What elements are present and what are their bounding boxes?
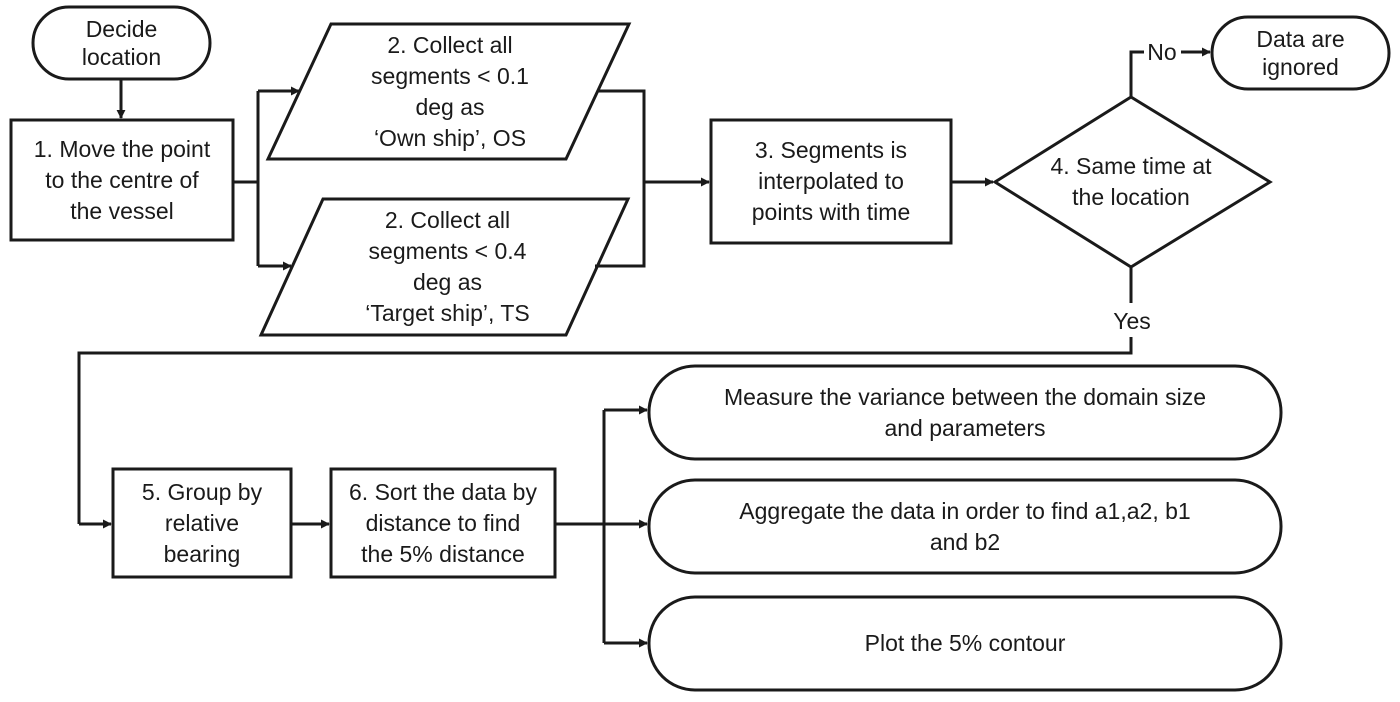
interpolate-box — [709, 118, 953, 245]
label-line: Data are — [1256, 26, 1345, 52]
label-line: segments < 0.1 — [371, 62, 529, 89]
label-line: relative — [164, 509, 240, 536]
group-bearing-label-text: 5. Group by relative bearing — [142, 477, 262, 570]
label-line: deg as — [415, 93, 485, 120]
sort-data-box — [329, 467, 557, 579]
connector-os-to-merge — [597, 89, 646, 182]
same-time-label: 4. Same time at the location — [1030, 140, 1232, 224]
measure-variance-terminator — [647, 364, 1283, 461]
label-line: ignored — [1262, 54, 1339, 80]
label-line: the 5% distance — [361, 540, 525, 567]
plot-contour-terminator — [647, 595, 1283, 692]
collect-own-ship-label: 2. Collect all segments < 0.1 deg as ‘Own s… — [330, 24, 570, 159]
connector-no-up — [1129, 50, 1144, 97]
label-line: deg as — [412, 269, 483, 295]
collect-target-ship-label-text: 2. Collect all segments < 0.4 deg as ‘Targe… — [365, 205, 529, 329]
label-line: 4. Same time at — [1050, 153, 1212, 179]
label-line: interpolated to — [758, 168, 904, 194]
label-line: 3. Segments is — [754, 137, 908, 163]
label-line: 2. Collect all — [387, 31, 513, 58]
no-edge-label: No — [1147, 39, 1177, 65]
aggregate-data-terminator — [647, 478, 1283, 575]
move-point-label-text: 1. Move the point to the centre of the ves… — [34, 134, 210, 227]
label-line: 5. Group by — [141, 478, 263, 505]
label-line: Plot the 5% contour — [864, 630, 1066, 656]
label-line: ‘Target ship’, TS — [365, 300, 530, 326]
yes-edge-label: Yes — [1113, 308, 1151, 334]
connector-ts-to-merge — [595, 182, 646, 268]
connector-yes-route — [77, 337, 1133, 524]
aggregate-data-label-text: Aggregate the data in order to find a1,a… — [739, 496, 1190, 558]
label-line: location — [81, 44, 162, 70]
label-line: bearing — [163, 540, 241, 567]
plot-contour-label: Plot the 5% contour — [669, 597, 1261, 690]
label-line: Measure the variance between the domain … — [723, 383, 1206, 410]
data-ignored-terminator — [1210, 15, 1391, 91]
group-bearing-box — [111, 467, 293, 579]
plot-contour-label-text: Plot the 5% contour — [865, 628, 1066, 659]
aggregate-data-label: Aggregate the data in order to find a1,a… — [669, 480, 1261, 573]
label-line: distance to find — [365, 509, 521, 536]
label-line: the vessel — [70, 197, 174, 224]
collect-own-ship-label-text: 2. Collect all segments < 0.1 deg as ‘Own s… — [371, 30, 529, 154]
measure-variance-label-text: Measure the variance between the domain … — [724, 382, 1206, 444]
measure-variance-label: Measure the variance between the domain … — [669, 366, 1261, 459]
label-line: to the centre of — [45, 166, 199, 193]
same-time-label-text: 4. Same time at the location — [1050, 151, 1211, 213]
collect-own-ship-parallelogram — [265, 22, 632, 161]
sort-data-label: 6. Sort the data by distance to find the 5… — [331, 469, 555, 577]
label-line: the location — [1072, 184, 1190, 210]
interpolate-label: 3. Segments is interpolated to points with… — [711, 120, 951, 243]
label-line: ‘Own ship’, OS — [373, 124, 527, 151]
label-line: Decide — [85, 16, 158, 42]
move-point-label: 1. Move the point to the centre of the ves… — [11, 120, 233, 240]
label-line: segments < 0.4 — [368, 238, 527, 264]
label-line: Aggregate the data in order to find a1,a… — [739, 497, 1191, 524]
sort-data-label-text: 6. Sort the data by distance to find the 5… — [349, 477, 537, 570]
label-line: 6. Sort the data by — [349, 478, 537, 505]
label-line: 1. Move the point — [33, 135, 211, 162]
group-bearing-label: 5. Group by relative bearing — [113, 469, 291, 577]
label-line: points with time — [751, 199, 911, 225]
collect-target-ship-parallelogram — [258, 197, 631, 337]
move-point-box — [9, 118, 235, 242]
collect-target-ship-label: 2. Collect all segments < 0.4 deg as ‘Targe… — [325, 199, 570, 335]
interpolate-label-text: 3. Segments is interpolated to points with… — [752, 135, 911, 228]
label-line: 2. Collect all — [384, 207, 511, 233]
label-line: and parameters — [884, 414, 1046, 441]
label-line: and b2 — [929, 528, 1001, 555]
